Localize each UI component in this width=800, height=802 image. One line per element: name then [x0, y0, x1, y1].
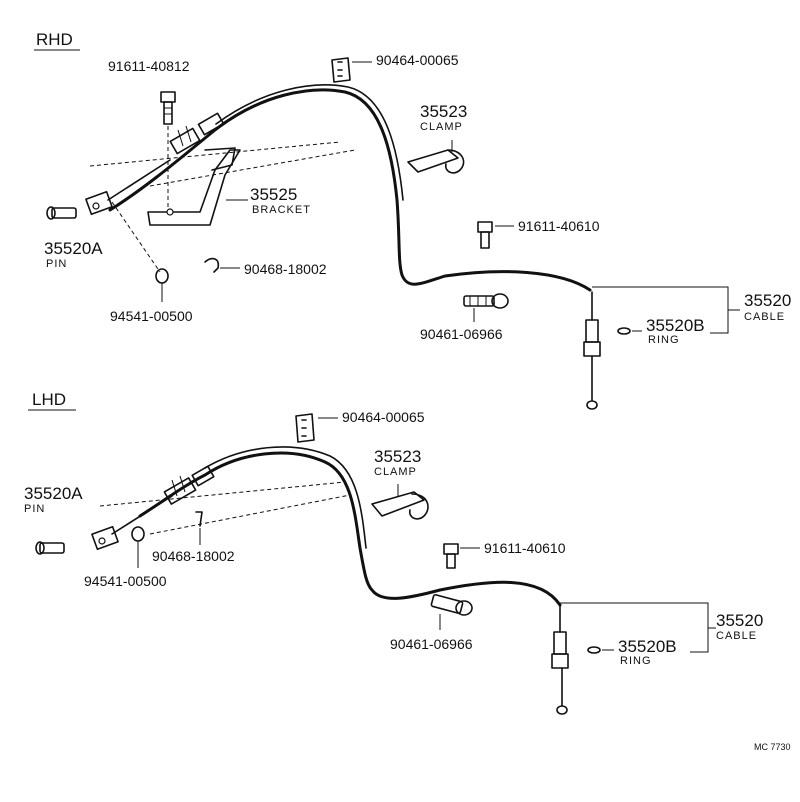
lhd-label-ring-no: 35520B	[618, 637, 677, 656]
lhd-title: LHD	[32, 390, 66, 409]
rhd-bolt-a	[160, 91, 176, 210]
rhd-cable-body	[108, 88, 592, 292]
lhd-washer	[131, 526, 145, 568]
rhd-label-cable-no: 35520	[744, 291, 791, 310]
lhd-label-washer: 94541-00500	[84, 573, 167, 589]
rhd-label-clamp-no: 35523	[420, 102, 467, 121]
lhd-clamp	[371, 484, 429, 520]
rhd-label-cable-name: CABLE	[744, 311, 785, 323]
rhd-cable-end-rod	[583, 291, 601, 410]
rhd-label-pin-name: PIN	[46, 258, 67, 270]
rhd-label-ring-no: 35520B	[646, 316, 705, 335]
rhd-clamp	[407, 140, 465, 174]
rhd-cable-end-fitting	[85, 159, 171, 216]
rhd-title: RHD	[36, 30, 73, 49]
rhd-label-pin-no: 35520A	[44, 239, 103, 258]
lhd-cable-end-rod	[551, 605, 569, 715]
lhd-cable-body	[138, 451, 562, 607]
rhd-label-washer: 94541-00500	[110, 308, 193, 324]
rhd-washer	[155, 268, 169, 302]
lhd-label-clip-top: 90464-00065	[342, 409, 425, 425]
lhd-label-cable-name: CABLE	[716, 630, 757, 642]
footer-code: MC 7730	[754, 742, 791, 752]
lhd-label-grommet: 90461-06966	[390, 636, 473, 652]
lhd-label-pin-no: 35520A	[24, 484, 83, 503]
lhd-label-pin-name: PIN	[24, 503, 45, 515]
lhd-label-ring-name: RING	[620, 655, 652, 667]
rhd-projection-b	[149, 149, 356, 187]
rhd-cable-outline	[215, 84, 404, 201]
rhd-label-bolt-a: 91611-40812	[108, 58, 190, 74]
rhd-label-ring-name: RING	[648, 334, 680, 346]
lhd-clip-top	[295, 413, 338, 443]
lhd-ring	[587, 646, 601, 654]
rhd-bolt-b	[477, 221, 514, 249]
rhd-label-bolt-b: 91611-40610	[518, 218, 600, 234]
lhd-label-clamp-no: 35523	[374, 447, 421, 466]
lhd-label-cable-no: 35520	[716, 611, 763, 630]
rhd-clip-small	[204, 257, 240, 273]
rhd-label-clamp-name: CLAMP	[420, 121, 463, 133]
rhd-label-clip-top: 90464-00065	[376, 52, 459, 68]
lhd-cable-end-fitting	[91, 495, 173, 551]
rhd-pin	[46, 206, 77, 220]
lhd-section: LHD	[24, 390, 763, 715]
rhd-projection-c	[111, 201, 161, 273]
rhd-grommet	[463, 293, 509, 322]
rhd-clip-top	[331, 57, 372, 83]
rhd-label-grommet: 90461-06966	[420, 326, 503, 342]
lhd-grommet	[430, 593, 473, 630]
lhd-projection-b	[149, 494, 351, 535]
rhd-label-clip-small: 90468-18002	[244, 261, 327, 277]
lhd-cable-outline	[204, 446, 367, 549]
rhd-label-bracket-name: BRACKET	[252, 204, 311, 216]
rhd-label-bracket-no: 35525	[250, 185, 297, 204]
lhd-bolt-b	[443, 543, 480, 569]
lhd-pin	[35, 541, 65, 555]
lhd-clip-small	[195, 511, 203, 545]
lhd-label-clamp-name: CLAMP	[374, 466, 417, 478]
rhd-cable-boot	[169, 112, 225, 155]
lhd-projection-a	[99, 481, 346, 507]
rhd-projection-a	[89, 141, 341, 167]
rhd-ring	[617, 327, 631, 335]
rhd-bracket	[147, 147, 241, 226]
rhd-section: RHD	[34, 30, 791, 410]
lhd-label-bolt-b: 91611-40610	[484, 540, 566, 556]
lhd-label-clip-small: 90468-18002	[152, 548, 235, 564]
